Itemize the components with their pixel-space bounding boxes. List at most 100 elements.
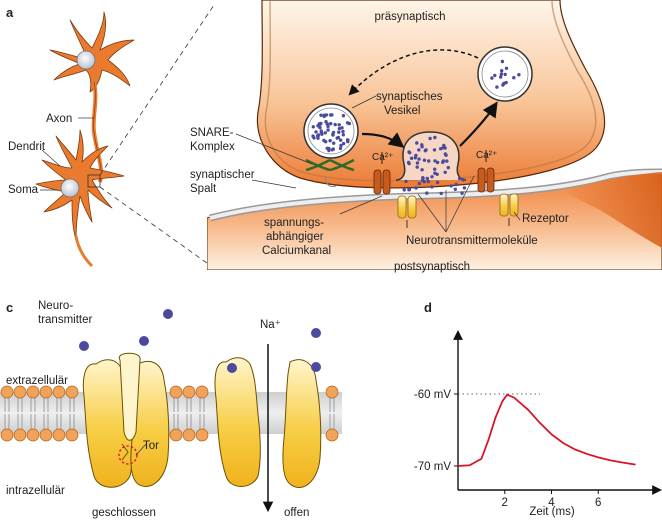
label-cleft-1: synaptischer	[190, 169, 255, 181]
cleft-transmitter-dot	[461, 178, 465, 182]
cleft-transmitter-dot	[449, 184, 453, 188]
vesicle-dot	[337, 126, 342, 131]
label-snare-2: Komplex	[190, 141, 235, 153]
calcium-channel-left	[373, 169, 391, 195]
vesicle-dot	[339, 138, 343, 142]
y-tick-label: -60 mV	[414, 389, 451, 401]
cleft-transmitter-dot	[453, 187, 457, 191]
lipid-head-outer	[169, 385, 183, 399]
label-neurotransmitter: Neurotransmittermoleküle	[406, 235, 538, 247]
lipid-head-outer	[52, 385, 66, 399]
label-nt-2: transmitter	[38, 314, 92, 326]
y-tick-label: -70 mV	[414, 461, 451, 473]
vesicle-dot	[326, 128, 330, 132]
vesicle-dot	[406, 160, 411, 165]
vesicle-dot	[495, 85, 499, 89]
vesicle-transmitter-dots	[311, 59, 521, 196]
receptor-left	[397, 195, 417, 219]
exocytosis-arrow	[459, 101, 498, 147]
cleft-transmitter-dot	[404, 179, 408, 184]
cleft-transmitter-dot	[417, 181, 421, 186]
fusion-arrow	[361, 132, 405, 148]
cleft-transmitter-dot	[420, 178, 425, 183]
vesicle-dot	[340, 126, 344, 130]
vesicle-dot	[503, 72, 507, 77]
vesicle-dot	[409, 156, 414, 160]
lipid-head-outer	[0, 385, 14, 399]
vesicle-dot	[443, 170, 447, 174]
x-tick-label: 6	[595, 497, 601, 509]
vesicle-dot	[504, 66, 509, 71]
synapse-leader-lines	[235, 95, 521, 233]
label-intracellular: intrazellulär	[6, 485, 65, 497]
zoom-box	[87, 174, 101, 188]
label-open: offen	[284, 507, 309, 519]
vesicle-dot	[446, 165, 450, 170]
vesicle-dot	[341, 129, 345, 134]
lipid-head-inner	[39, 428, 53, 442]
label-nt-1: Neuro-	[38, 300, 73, 312]
ligand-channel-closed	[82, 352, 170, 488]
vesicle-dot	[500, 59, 505, 64]
cleft-transmitter-dot	[439, 191, 443, 196]
label-na: Na⁺	[260, 319, 281, 331]
ligand-channel-open	[214, 357, 322, 489]
vesicle-dot	[333, 122, 337, 127]
lipid-head-outer	[26, 385, 40, 399]
calcium-channel-right	[477, 167, 495, 193]
label-snare-1: SNARE-	[190, 127, 234, 139]
vesicle-dot	[324, 140, 328, 144]
lipid-head-inner	[325, 428, 339, 442]
lipid-head-outer	[39, 385, 53, 399]
vesicle-dot	[335, 136, 339, 140]
vesicle-dot	[435, 160, 440, 165]
label-channel-2: abhängiger	[266, 231, 324, 243]
vesicle-dot	[413, 156, 417, 160]
vesicle-dot	[499, 75, 503, 79]
vesicle-dot	[341, 141, 346, 146]
vesicle-dot	[415, 161, 420, 165]
panel-label-c: c	[6, 300, 13, 315]
vesicle-dot	[502, 81, 506, 86]
cleft-transmitter-dot	[425, 191, 429, 195]
cleft-transmitter-dot	[402, 188, 406, 192]
lipid-head-inner	[0, 428, 14, 442]
vesicle-dot	[420, 145, 424, 149]
vesicle-dot	[318, 126, 322, 130]
vesicle-dot	[441, 159, 446, 163]
zoom-line-bottom	[99, 186, 215, 269]
vesicle-dot	[433, 159, 437, 163]
vesicle-dot	[415, 141, 419, 145]
vesicle-dot	[332, 141, 336, 145]
vesicle-dot	[512, 76, 516, 80]
lipid-head-inner	[182, 428, 196, 442]
vesicle-dot	[341, 133, 345, 137]
vesicle-dot	[331, 130, 336, 135]
label-ca-left: Ca²⁺	[372, 152, 393, 163]
cleft-transmitter-dot	[407, 187, 412, 192]
vesicle-dot	[433, 135, 437, 140]
lipid-head-outer	[13, 385, 27, 399]
label-ca-right: Ca²⁺	[476, 150, 497, 161]
vesicle-dot	[319, 131, 324, 135]
vesicle-dot	[432, 148, 437, 152]
vesicle-dot	[317, 122, 321, 126]
vesicle-dot	[490, 76, 494, 80]
vesicle-dot	[339, 143, 343, 148]
label-channel-3: Calciumkanal	[262, 245, 331, 257]
neurotransmitter-molecules	[79, 309, 321, 373]
vesicle-dot	[345, 121, 350, 125]
label-postsynaptic: postsynaptisch	[394, 261, 470, 273]
lipid-head-outer	[195, 385, 209, 399]
vesicle-dot	[324, 113, 329, 117]
vesicle-dot	[328, 139, 332, 143]
label-channel-1: spannungs-	[264, 217, 324, 229]
vesicle-dot	[417, 148, 421, 152]
vesicle-dot	[311, 134, 315, 138]
zoom-line-top	[99, 4, 215, 176]
lipid-head-inner	[52, 428, 66, 442]
cleft-transmitter-dot	[454, 182, 458, 187]
snare-fusion-pore	[325, 175, 337, 187]
